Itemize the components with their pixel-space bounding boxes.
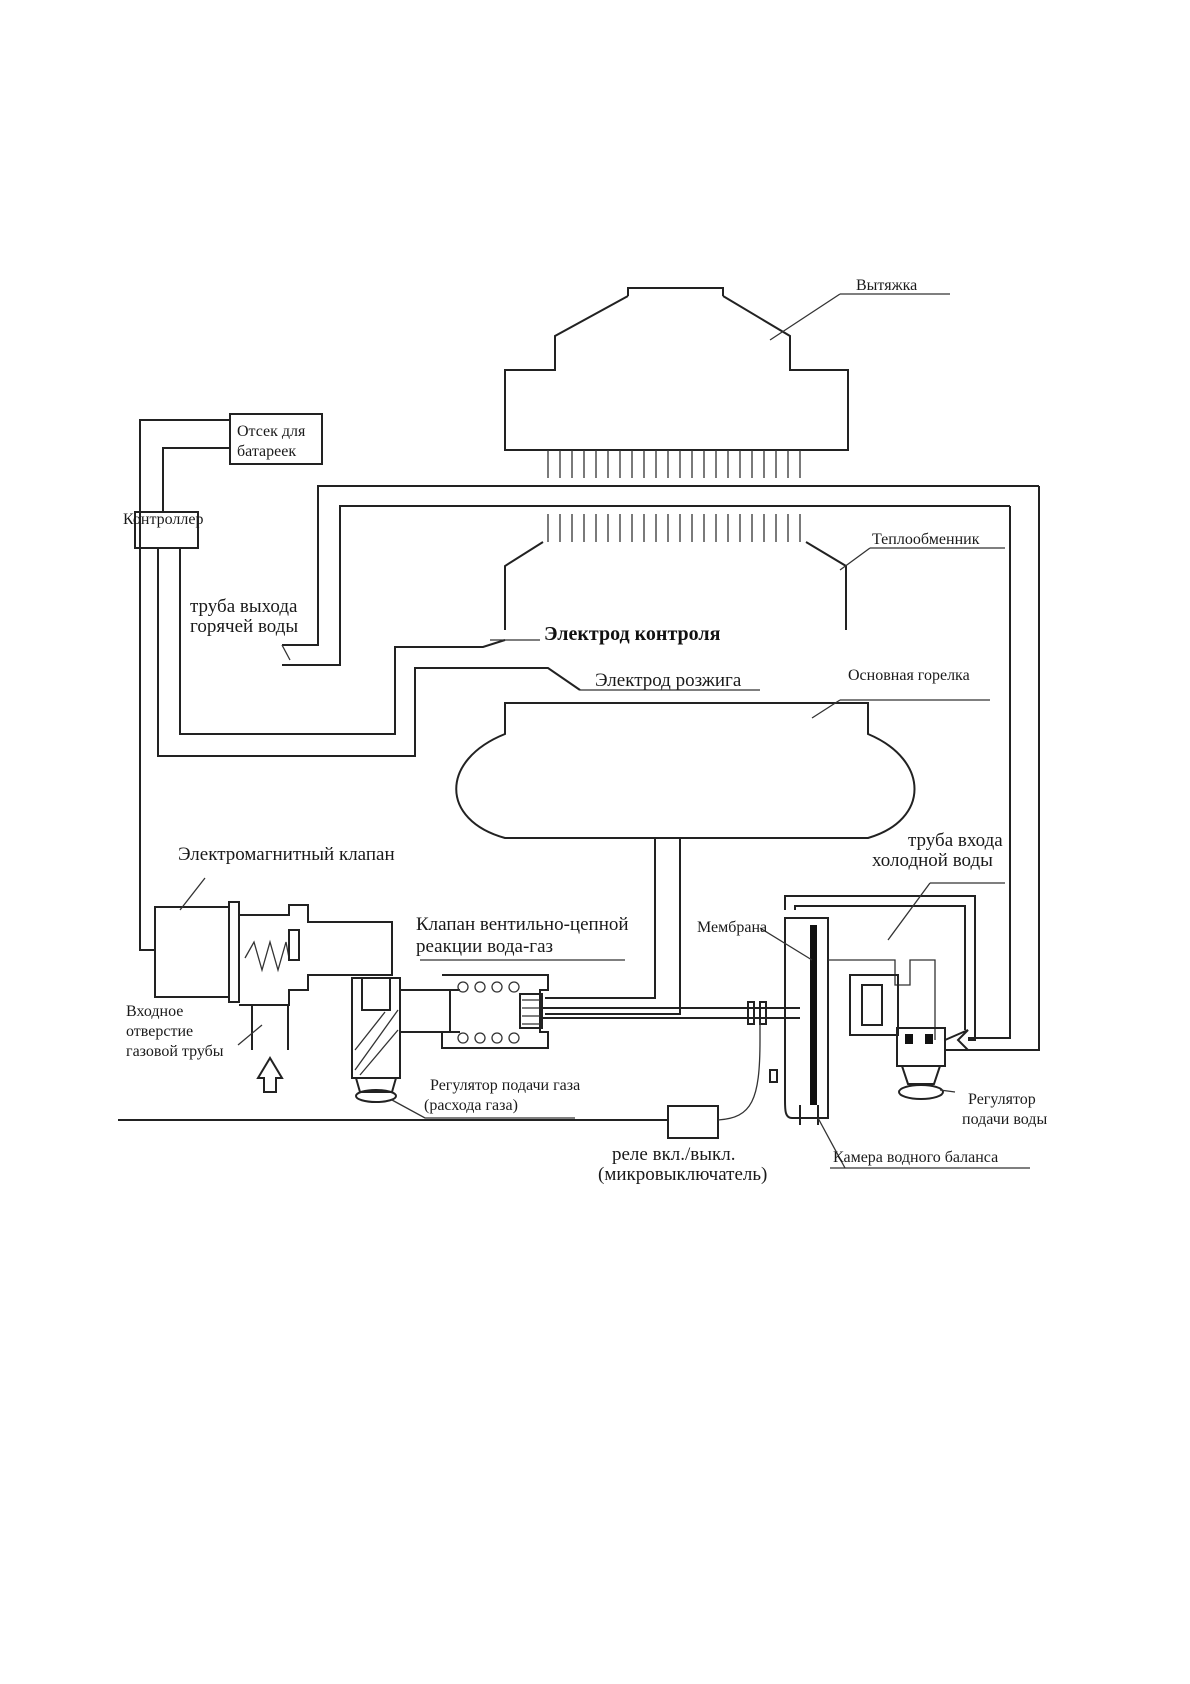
label-cold-pipe-1: труба входа [908, 830, 1003, 851]
heat-exchanger [504, 541, 1005, 630]
label-relay-1: реле вкл./выкл. [612, 1144, 736, 1165]
label-controller: Контроллер [123, 511, 203, 528]
relay-switch [118, 1020, 778, 1139]
water-balance-chamber [759, 882, 1030, 1169]
label-battery-1: Отсек для [237, 423, 306, 440]
label-hot-pipe-1: труба выхода [190, 596, 298, 617]
label-gas-regulator-2: (расхода газа) [424, 1097, 518, 1114]
label-solenoid-valve: Электромагнитный клапан [178, 844, 395, 865]
label-gas-inlet-2: отверстие [126, 1023, 193, 1040]
electrode-leaders [281, 639, 760, 691]
label-membrane: Мембрана [697, 919, 767, 936]
solenoid-valve [154, 877, 393, 1093]
label-heat-exchanger: Теплообменник [872, 531, 980, 548]
battery-compartment [229, 413, 323, 465]
label-gas-inlet-1: Входное [126, 1003, 183, 1020]
labels: Вытяжка Отсек для батареек Контроллер Те… [123, 277, 1047, 1185]
controller [134, 511, 199, 549]
heat-exchanger-fins [547, 450, 801, 542]
label-main-burner: Основная горелка [848, 667, 970, 684]
label-gas-inlet-3: газовой трубы [126, 1043, 224, 1060]
label-water-balance-chamber: Камера водного баланса [833, 1149, 998, 1166]
label-water-regulator-1: Регулятор [968, 1091, 1036, 1108]
label-gas-regulator-1: Регулятор подачи газа [430, 1077, 580, 1094]
label-relay-2: (микровыключатель) [598, 1164, 767, 1185]
label-chain-valve-2: реакции вода-газ [416, 936, 553, 957]
label-battery-2: батареек [237, 443, 296, 460]
hood [504, 287, 950, 451]
label-cold-pipe-2: холодной воды [872, 850, 993, 871]
pipes [139, 419, 1040, 1051]
label-chain-valve-1: Клапан вентильно-цепной [416, 914, 629, 935]
label-hot-pipe-2: горячей воды [190, 616, 298, 637]
label-water-regulator-2: подачи воды [962, 1111, 1047, 1128]
chain-reaction-valve [420, 959, 800, 1049]
label-hood: Вытяжка [856, 277, 917, 294]
label-ignition-electrode: Электрод розжига [595, 670, 742, 691]
label-control-electrode: Электрод контроля [544, 623, 721, 645]
main-burner [455, 699, 990, 1015]
gas-regulator [351, 977, 575, 1119]
